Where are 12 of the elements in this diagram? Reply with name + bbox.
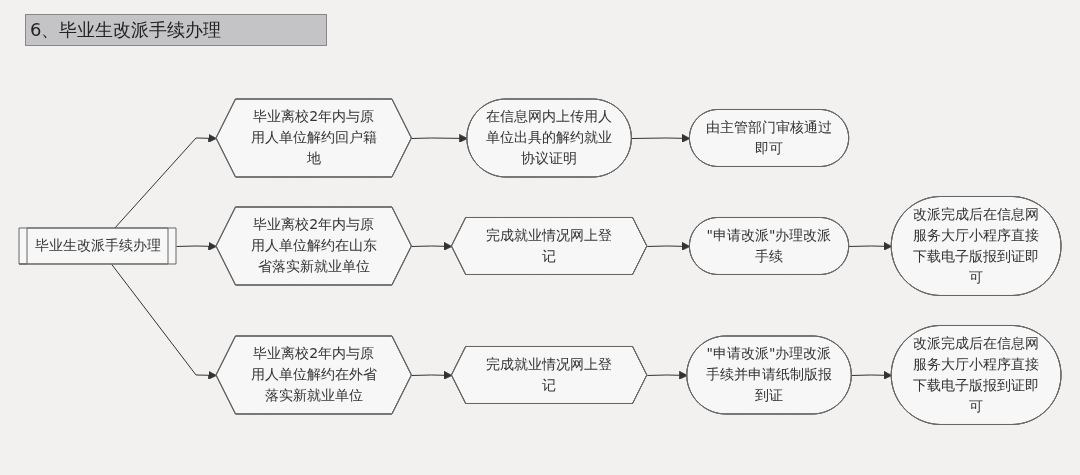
arrow [646, 242, 691, 251]
arrow [631, 134, 691, 143]
arrow [851, 371, 893, 380]
arrow [848, 242, 893, 251]
arrow [176, 242, 217, 251]
arrow [113, 134, 217, 230]
arrow [411, 242, 453, 251]
arrow [111, 264, 217, 380]
title-banner: 6、毕业生改派手续办理 [25, 14, 327, 46]
arrow [411, 134, 468, 144]
arrow [646, 371, 688, 380]
arrow [411, 371, 453, 380]
